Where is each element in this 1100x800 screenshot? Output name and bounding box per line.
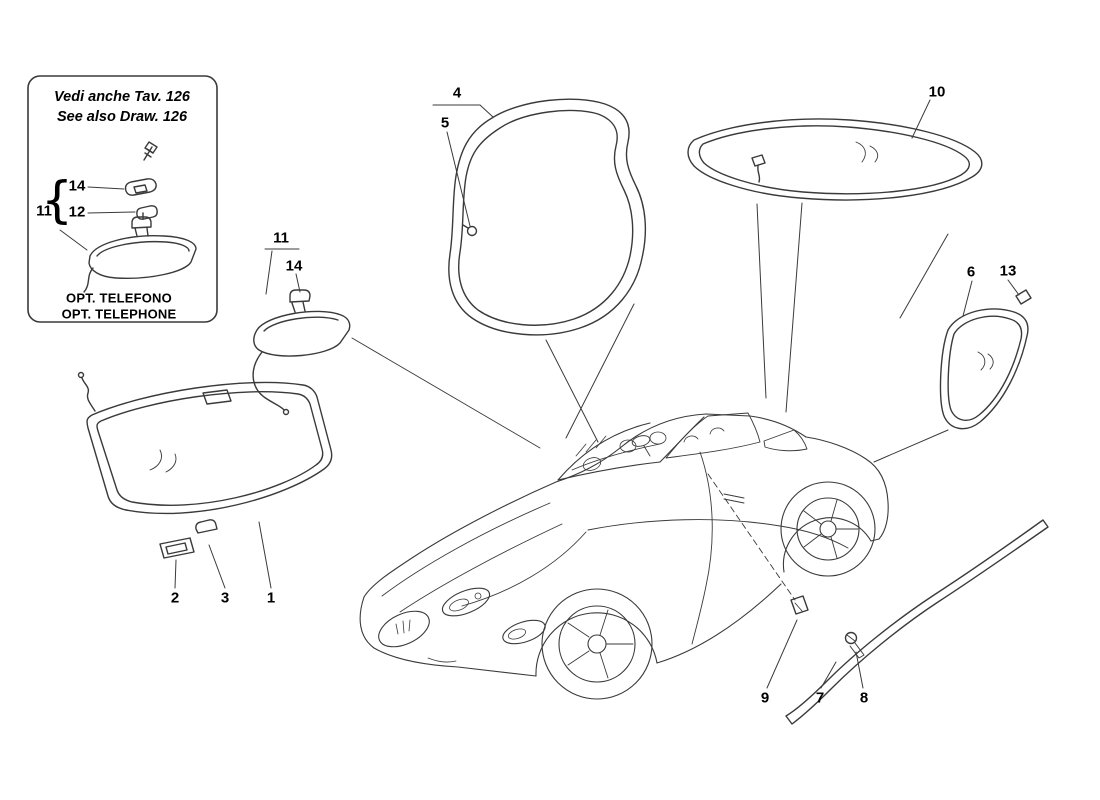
rear-window-drawing	[687, 118, 983, 201]
callout-12-inset: 12	[68, 203, 86, 221]
callout-13: 13	[999, 262, 1017, 280]
callout-6: 6	[966, 263, 976, 281]
screw-8-drawing	[844, 631, 865, 659]
callout-14-mirror: 14	[285, 257, 303, 275]
callout-4: 4	[452, 84, 462, 102]
backlight-leader-lines	[756, 99, 949, 413]
construction-lines	[351, 337, 796, 601]
callout-11-mirror: 11	[273, 229, 289, 247]
callout-1: 1	[266, 589, 276, 607]
front-wheel	[541, 588, 653, 700]
windshield-leader-lines	[174, 521, 272, 589]
screw-icon	[143, 141, 158, 161]
mirror-drawing-inset	[83, 212, 197, 293]
callout-11-inset: 11	[36, 202, 52, 220]
callout-2: 2	[170, 589, 180, 607]
note-box-frame	[27, 75, 218, 323]
quarter-leader-lines	[873, 279, 1020, 463]
callout-3: 3	[220, 589, 230, 607]
windshield-drawing	[77, 371, 333, 515]
note-see-also-english: See also Draw. 126	[56, 109, 188, 125]
trim-strip-drawing	[785, 519, 1049, 725]
clip-9-drawing	[790, 595, 809, 615]
car-drawing	[359, 412, 889, 700]
callout-9: 9	[760, 689, 770, 707]
mirror-leader-lines	[264, 248, 301, 295]
rear-wheel	[780, 481, 876, 577]
clip-14-drawing-inset	[124, 178, 157, 196]
callout-5: 5	[440, 114, 450, 132]
windshield-clip-3-drawing	[195, 519, 218, 534]
strip-leader-lines	[766, 619, 864, 689]
inset-leader-lines	[59, 186, 136, 251]
note-see-also-italian: Vedi anche Tav. 126	[54, 89, 190, 105]
clip-12-drawing-inset	[136, 205, 158, 220]
opt-telephone-label: OPT. TELEPHONE	[61, 306, 177, 322]
brace-glyph: {	[41, 171, 73, 229]
clip-13-drawing	[1015, 289, 1032, 305]
opt-telefono-label: OPT. TELEFONO	[66, 290, 172, 306]
seal-leader-lines	[432, 104, 635, 443]
callout-8: 8	[859, 689, 869, 707]
quarter-glass-drawing	[939, 308, 1029, 430]
door-seal-drawing	[448, 98, 647, 336]
callout-7: 7	[815, 689, 825, 707]
callout-14-inset: 14	[68, 177, 86, 195]
rear-view-mirror-drawing	[252, 289, 351, 416]
windshield-clip-2-drawing	[159, 537, 195, 559]
callout-10: 10	[928, 83, 946, 101]
